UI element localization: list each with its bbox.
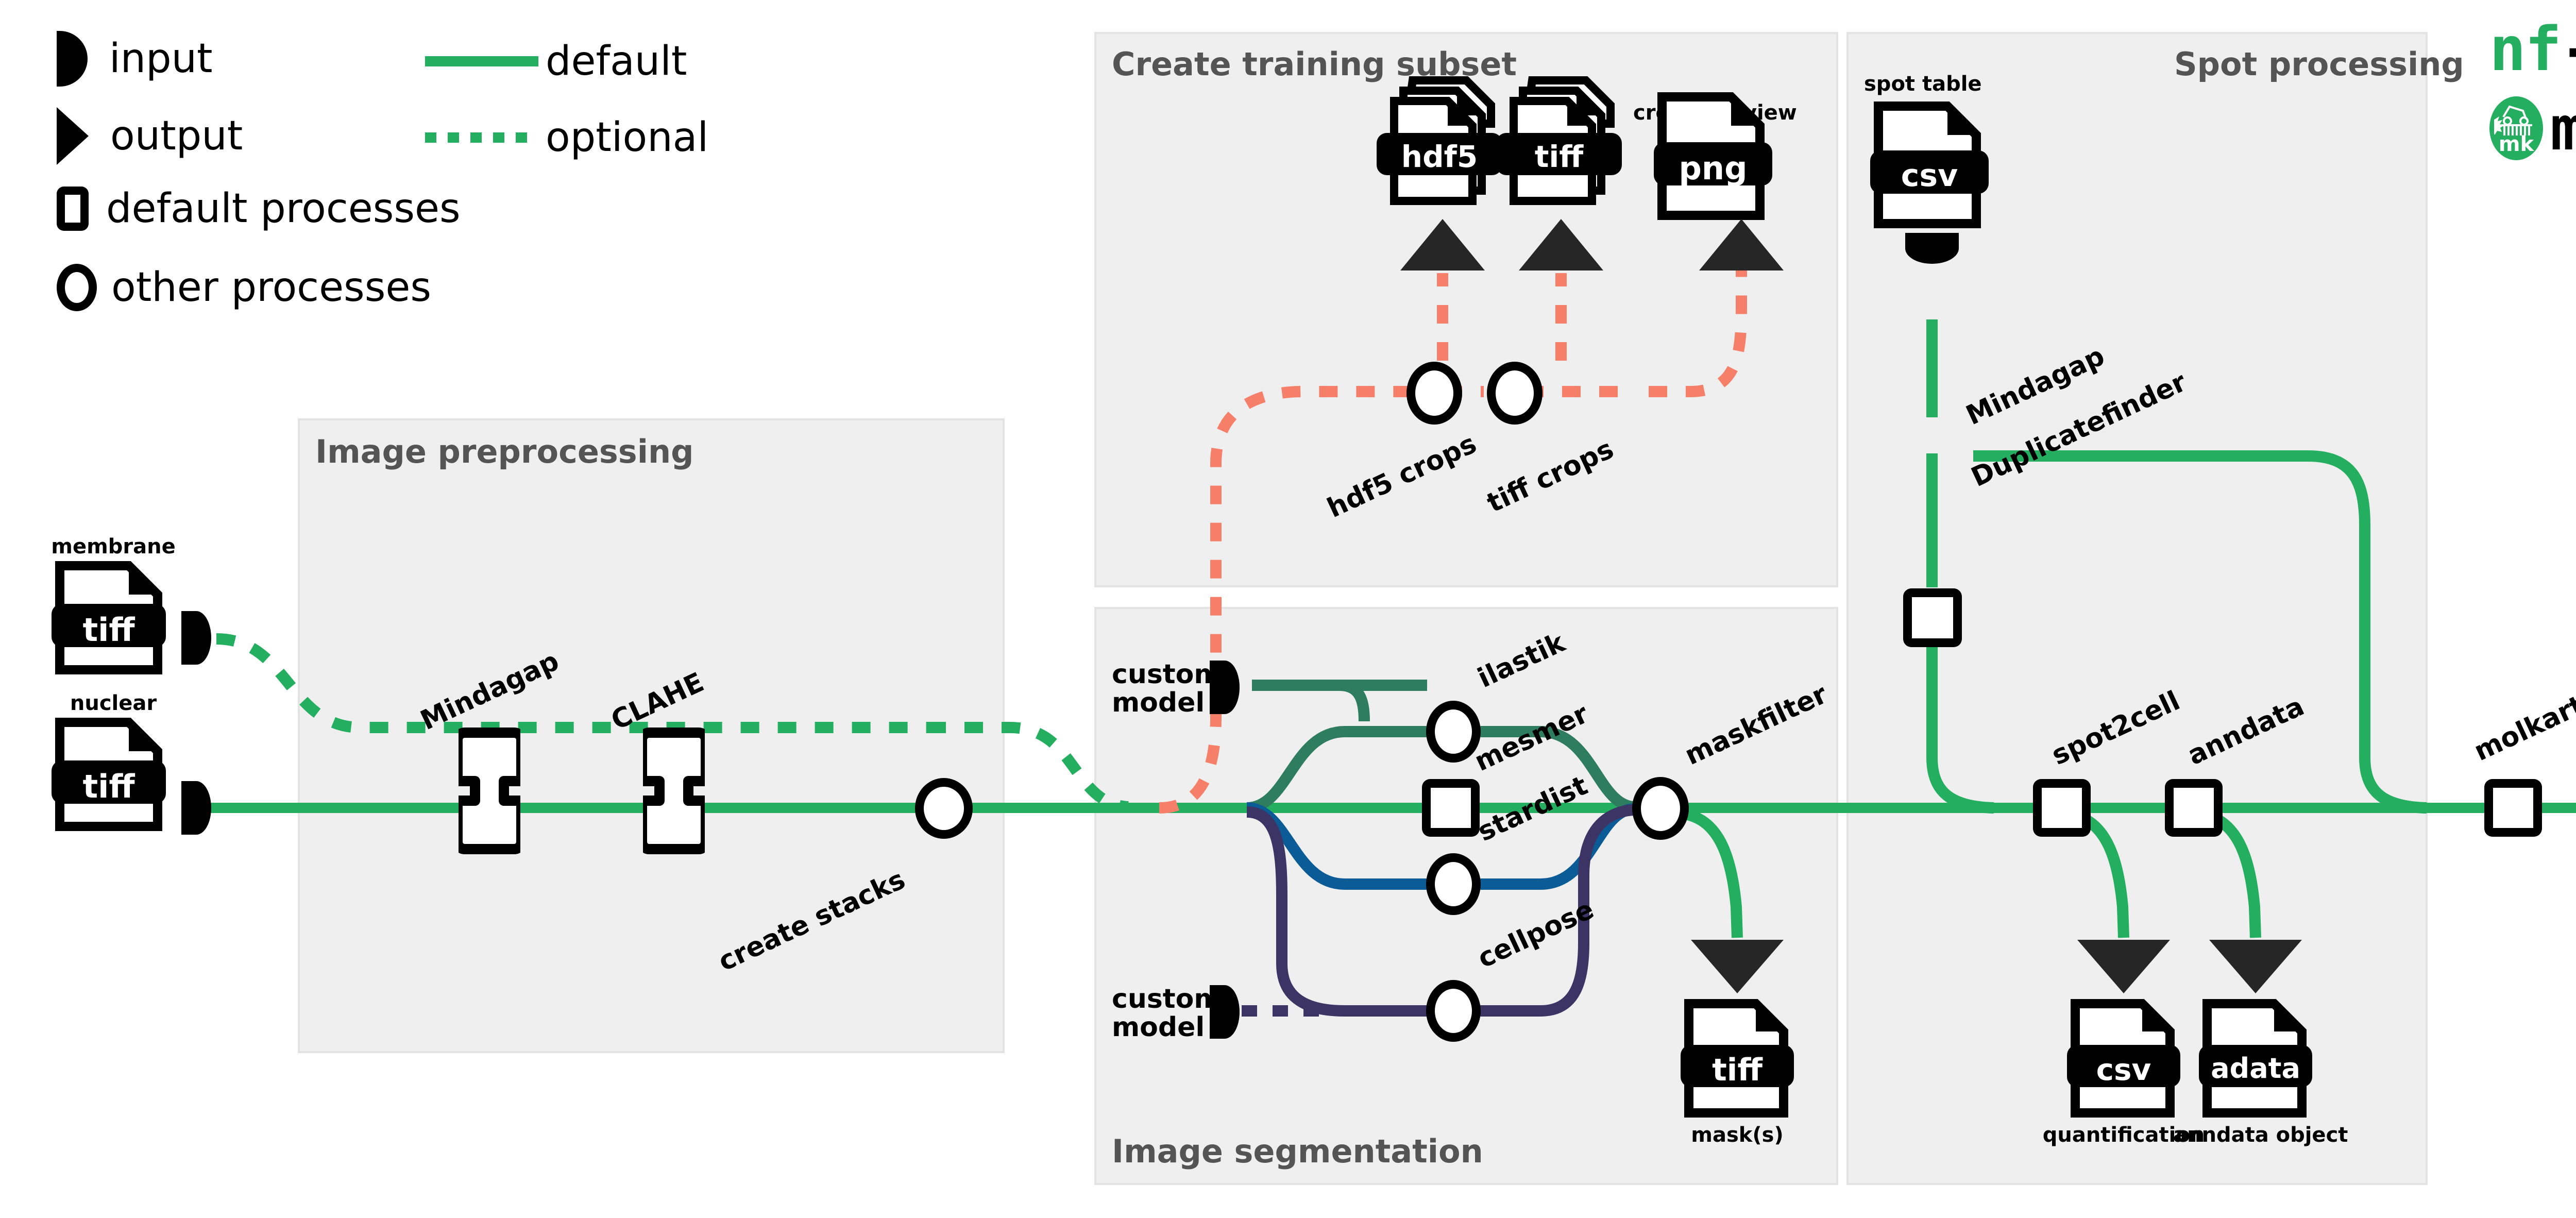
input-caption-nuclear: nuclear	[70, 691, 157, 715]
input-plug-nuclear	[181, 781, 211, 835]
custom-model-label-cellpose: custom model	[1112, 985, 1222, 1041]
custom-model-plug-ilastik	[1210, 661, 1240, 714]
logo-molkart-text: molkart	[2550, 93, 2576, 164]
file-type-label: tiff	[82, 768, 135, 805]
file-type-label: csv	[2096, 1052, 2151, 1087]
output-caption-quantification: quantification	[2042, 1123, 2205, 1147]
legend-label-other-processes: other processes	[111, 264, 431, 311]
legend: input output default processes other pro…	[57, 31, 881, 350]
node-hdf5-crops[interactable]	[1406, 362, 1462, 425]
legend-label-output: output	[110, 113, 243, 159]
file-icon-tiff-stack: tiff	[1494, 76, 1638, 221]
custom-model-plug-cellpose	[1210, 985, 1240, 1039]
panel-title-image-segmentation: Image segmentation	[1112, 1132, 1483, 1170]
file-type-label: png	[1679, 149, 1748, 187]
output-caption-masks: mask(s)	[1691, 1123, 1784, 1147]
file-icon-nuclear-tiff: tiff	[52, 717, 166, 832]
file-icon-hdf5-stack: hdf5	[1375, 76, 1519, 221]
custom-model-line1: custom	[1112, 984, 1222, 1014]
dotted-line-icon	[425, 132, 538, 143]
panel-title-image-preprocessing: Image preprocessing	[315, 433, 694, 470]
node-molkartqc[interactable]	[2484, 779, 2542, 837]
node-mesmer[interactable]	[1422, 779, 1480, 837]
file-icon-membrane-tiff: tiff	[52, 561, 166, 675]
legend-label-default-processes: default processes	[106, 185, 461, 232]
solid-line-icon	[425, 56, 538, 66]
mk-badge-text: mk	[2498, 132, 2534, 156]
input-plug-membrane	[181, 611, 211, 665]
output-arrow-icon	[57, 107, 89, 165]
file-type-label: tiff	[82, 611, 135, 649]
file-type-label: tiff	[1712, 1052, 1762, 1088]
node-mindagap-duplicatefinder[interactable]	[1903, 588, 1962, 647]
molkart-mk-badge: mk	[2489, 96, 2543, 160]
file-icon-spot-table-csv: csv	[1870, 101, 1989, 229]
legend-label-input: input	[109, 36, 213, 82]
file-type-label: hdf5	[1401, 139, 1478, 174]
file-icon-anndata-object: adata	[2199, 999, 2312, 1118]
custom-model-line2: model	[1112, 687, 1205, 718]
logo-core-text: -core/	[2561, 19, 2576, 79]
square-process-icon	[57, 187, 89, 231]
input-caption-spot-table: spot table	[1864, 72, 1982, 96]
custom-model-line1: custom	[1112, 659, 1222, 690]
file-type-label: csv	[1901, 158, 1958, 194]
file-icon-png: png	[1654, 92, 1772, 221]
node-anndata[interactable]	[2165, 779, 2223, 837]
input-plug-spot-table	[1905, 233, 1959, 264]
custom-model-line2: model	[1112, 1011, 1205, 1043]
panel-title-spot-processing: Spot processing	[2174, 45, 2464, 83]
file-icon-mask-tiff: tiff	[1681, 999, 1794, 1118]
file-icon-quantification-csv: csv	[2067, 999, 2180, 1118]
logo-nf-text: nf	[2489, 13, 2562, 84]
custom-model-label-ilastik: custom model	[1112, 661, 1222, 717]
output-caption-anndata-object: anndata object	[2173, 1123, 2348, 1147]
file-type-label: adata	[2211, 1052, 2300, 1085]
node-spot2cell[interactable]	[2033, 779, 2091, 837]
legend-label-optional-line: optional	[546, 114, 709, 161]
input-caption-membrane: membrane	[51, 535, 176, 559]
legend-label-default-line: default	[546, 38, 687, 84]
file-type-label: tiff	[1534, 139, 1584, 174]
nf-core-molkart-logo: nf -core/ mk	[2489, 10, 2576, 167]
